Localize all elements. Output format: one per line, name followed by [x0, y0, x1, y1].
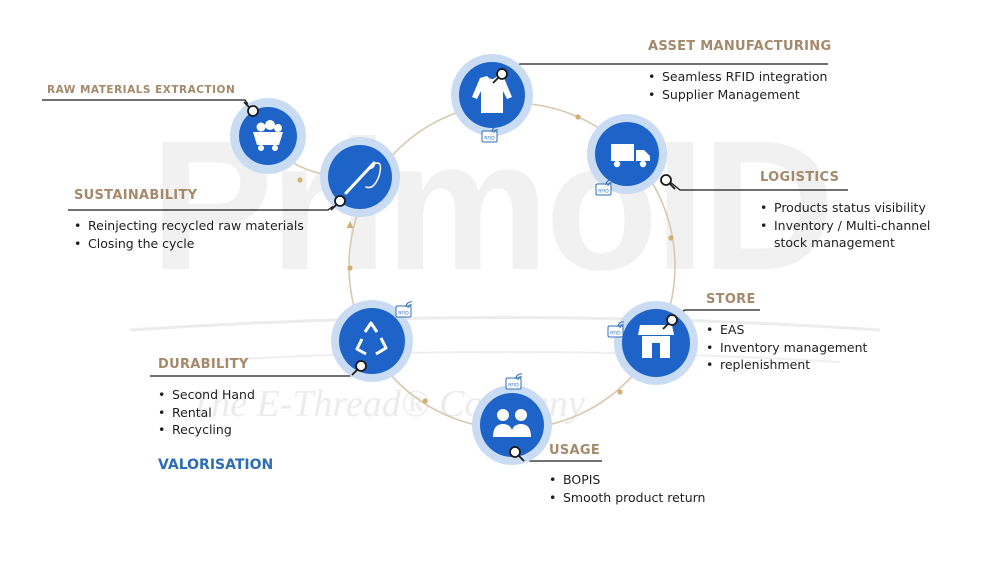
store-list: EAS Inventory management replenishment — [706, 321, 867, 374]
list-item: replenishment — [706, 356, 867, 374]
magnifier-icon — [662, 314, 678, 330]
needle-thread-icon — [344, 161, 382, 195]
sustainability-title: SUSTAINABILITY — [74, 188, 198, 203]
asset-manufacturing-title: ASSET MANUFACTURING — [648, 39, 832, 54]
magnifier-markers — [243, 68, 678, 462]
list-item: Smooth product return — [549, 489, 705, 507]
usage-list: BOPIS Smooth product return — [549, 471, 705, 506]
shop-awning — [638, 325, 674, 335]
list-item: Second Hand — [158, 386, 255, 404]
recycle-arrow — [355, 338, 367, 356]
coal-lump — [256, 122, 266, 132]
list-item: Inventory management — [706, 339, 867, 357]
list-item: Supplier Management — [648, 86, 827, 104]
durability-list: Second Hand Rental Recycling — [158, 386, 255, 439]
person-body — [493, 424, 513, 437]
node-disc — [339, 308, 405, 374]
mine-cart-icon — [253, 120, 283, 151]
list-item: BOPIS — [549, 471, 705, 489]
list-item: Inventory / Multi-channel — [760, 217, 930, 235]
truck-cargo — [611, 144, 634, 161]
sustainability-list: Reinjecting recycled raw materials Closi… — [74, 217, 304, 252]
recycle-icon — [355, 321, 388, 356]
rfid-label: RFID — [610, 331, 621, 337]
list-item: Recycling — [158, 421, 255, 439]
list-item: EAS — [706, 321, 867, 339]
valorisation-label: VALORISATION — [158, 457, 274, 473]
person-body — [511, 424, 531, 437]
leader-raw — [42, 99, 254, 112]
rfid-label: RFID — [508, 383, 519, 389]
store-title: STORE — [706, 292, 756, 307]
thread — [365, 162, 382, 189]
logistics-title: LOGISTICS — [760, 170, 840, 185]
ring-dot — [297, 177, 303, 183]
list-item: Products status visibility — [760, 199, 930, 217]
ring-dot — [347, 265, 353, 271]
truck-wheel — [639, 160, 647, 168]
rfid-tags: RFID RFID RFID RFID RFID — [395, 126, 625, 390]
leader-logistics — [669, 181, 848, 191]
shop-icon — [638, 325, 674, 358]
ring-arrows — [346, 221, 354, 228]
truck-wheel — [613, 160, 621, 168]
cart-body — [253, 132, 283, 145]
truck-icon — [611, 144, 650, 168]
rfid-label: RFID — [484, 136, 495, 142]
node-asset-manufacturing — [451, 54, 533, 136]
node-usage — [472, 385, 552, 465]
node-disc — [480, 393, 544, 457]
raw-materials-title: RAW MATERIALS EXTRACTION — [47, 84, 236, 96]
ring-arrow — [346, 221, 354, 228]
node-raw-materials — [230, 98, 306, 174]
ring-dot — [668, 235, 674, 241]
rfid-tag-icon: RFID — [481, 126, 499, 143]
truck-cab — [636, 150, 650, 161]
magnifier-icon — [660, 174, 676, 190]
list-item: Reinjecting recycled raw materials — [74, 217, 304, 235]
durability-title: DURABILITY — [158, 357, 249, 372]
magnifier-icon — [351, 360, 367, 376]
asset-manufacturing-list: Seamless RFID integration Supplier Manag… — [648, 68, 827, 103]
rfid-tag-icon: RFID — [595, 179, 613, 196]
coal-lump — [265, 120, 275, 130]
list-item: Seamless RFID integration — [648, 68, 827, 86]
coal-lump — [274, 124, 282, 132]
ring-dot — [617, 389, 623, 395]
person-head — [497, 409, 509, 421]
shoppers-icon — [493, 409, 531, 437]
node-store — [614, 301, 698, 385]
node-sustainability — [320, 137, 400, 217]
logistics-list: Products status visibility Inventory / M… — [760, 199, 930, 252]
node-durability — [331, 300, 413, 382]
rfid-tag-icon: RFID — [505, 373, 523, 390]
rfid-tag-icon: RFID — [395, 301, 413, 318]
recycle-arrow — [363, 321, 379, 333]
person-head — [515, 409, 527, 421]
rfid-label: RFID — [598, 189, 609, 195]
list-item: Closing the cycle — [74, 235, 304, 253]
rfid-tag-icon: RFID — [607, 321, 625, 338]
ring-dot — [422, 398, 428, 404]
cart-wheel — [258, 145, 264, 151]
magnifier-icon — [330, 195, 346, 211]
rfid-label: RFID — [398, 311, 409, 317]
garment-icon — [472, 76, 512, 113]
magnifier-icon — [492, 68, 508, 84]
list-item: Rental — [158, 404, 255, 422]
ring-dots — [297, 114, 674, 404]
cart-wheel — [272, 145, 278, 151]
recycle-arrow — [375, 337, 388, 356]
ring-dot — [575, 114, 581, 120]
list-item: stock management — [774, 235, 895, 250]
shop-door — [652, 343, 660, 358]
magnifier-icon — [509, 446, 525, 462]
node-logistics — [587, 114, 667, 194]
magnifier-icon — [243, 101, 259, 117]
usage-title: USAGE — [549, 443, 601, 458]
